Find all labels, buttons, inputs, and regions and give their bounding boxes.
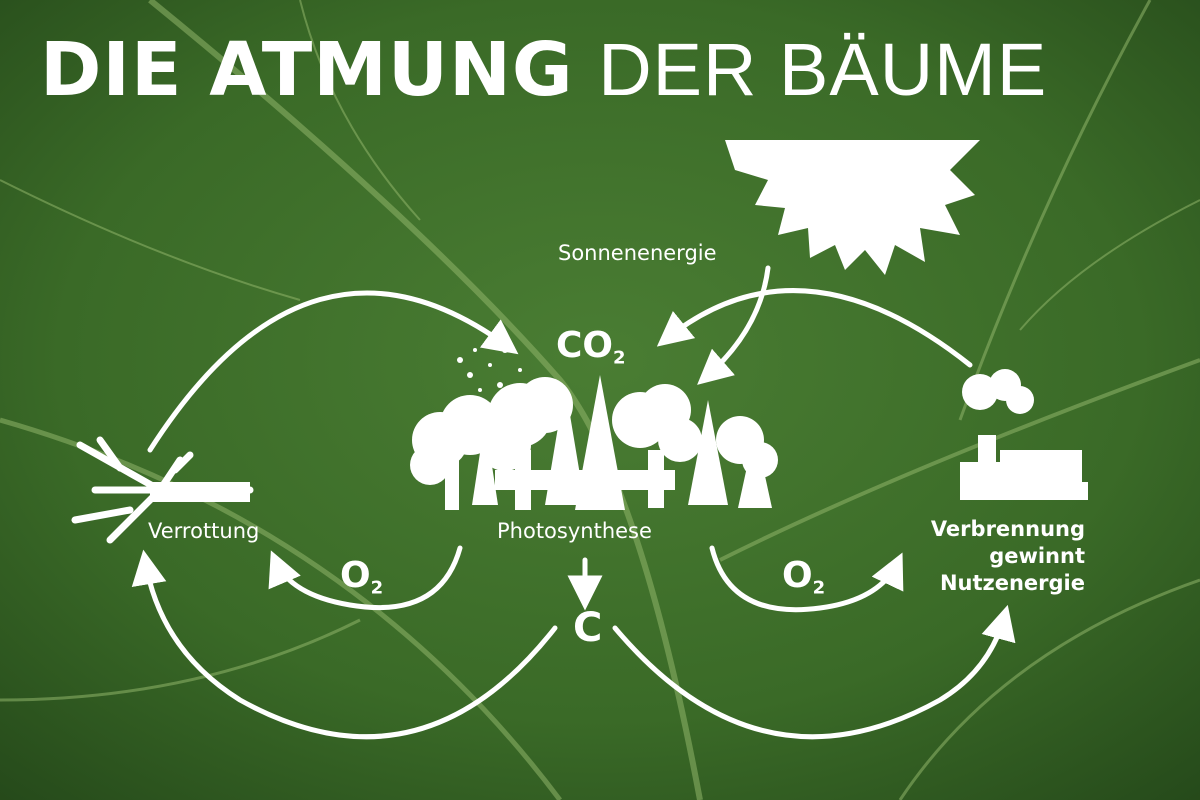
co2-sub: 2 bbox=[613, 347, 626, 368]
log-body bbox=[150, 482, 250, 502]
page-title: DIE ATMUNG DER BÄUME bbox=[40, 28, 1170, 112]
verbrennung-line: Verbrennung bbox=[905, 516, 1085, 543]
o2-left-base: O bbox=[340, 555, 371, 596]
title-light: DER BÄUME bbox=[598, 28, 1047, 111]
label-o2-right: O2 bbox=[782, 556, 825, 608]
label-co2: CO2 bbox=[556, 326, 626, 378]
label-verrottung: Verrottung bbox=[148, 518, 259, 544]
o2-right-sub: 2 bbox=[813, 577, 826, 598]
o2-right-base: O bbox=[782, 555, 813, 596]
label-photosynthese: Photosynthese bbox=[497, 518, 652, 544]
label-verbrennung: Verbrennung gewinnt Nutzenergie bbox=[905, 516, 1085, 597]
label-carbon: C bbox=[573, 606, 602, 650]
label-sonnenenergie: Sonnenenergie bbox=[558, 240, 717, 266]
nutzenergie-line: Nutzenergie bbox=[905, 570, 1085, 597]
label-o2-left: O2 bbox=[340, 556, 383, 608]
o2-left-sub: 2 bbox=[371, 577, 384, 598]
gewinnt-line: gewinnt bbox=[905, 543, 1085, 570]
co2-base: CO bbox=[556, 325, 613, 366]
title-bold: DIE ATMUNG bbox=[40, 27, 574, 113]
